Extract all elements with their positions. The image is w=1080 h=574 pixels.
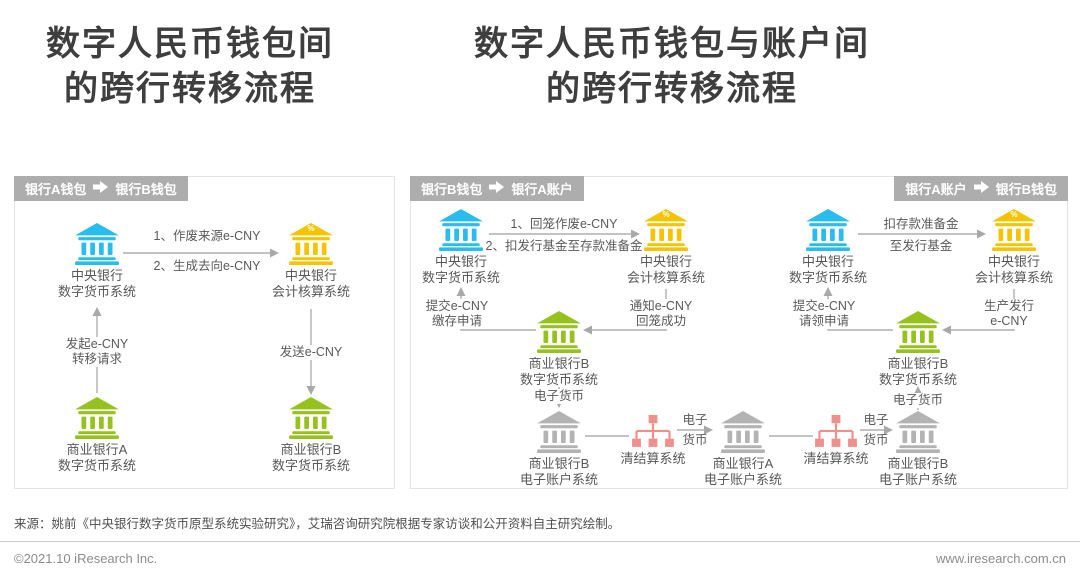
left-title-line1: 数字人民币钱包间 — [46, 25, 334, 63]
header-to-label: 银行B钱包 — [995, 182, 1057, 197]
bank-icon — [438, 209, 484, 251]
edge-label-emoney2-top: 电子 — [863, 413, 889, 427]
footer-divider — [0, 541, 1080, 542]
edge-label-emoney1-top: 电子 — [682, 413, 708, 427]
node-label: 商业银行B 数字货币系统 — [878, 356, 957, 387]
edge-label-generate-ecny: 2、生成去向e-CNY — [153, 259, 261, 273]
node-label: 中央银行 数字货币系统 — [57, 268, 136, 299]
edge-label-emoney2-bottom: 货币 — [863, 433, 889, 447]
left-title: 数字人民币钱包间 的跨行转移流程 — [0, 22, 380, 112]
left-title-line2: 的跨行转移流程 — [64, 70, 316, 108]
bank-icon — [720, 411, 766, 453]
edge-label-cancel-ecny: 1、作废来源e-CNY — [153, 229, 261, 243]
bank-icon — [895, 411, 941, 453]
bank-icon — [536, 411, 582, 453]
node-label: 中央银行 数字货币系统 — [421, 254, 500, 285]
arrow-right-icon — [973, 181, 989, 196]
node-commercial-bank-b-dcs-2: 商业银行B 数字货币系统 — [858, 311, 978, 388]
percent-badge: % — [1010, 210, 1018, 219]
right-panel-header-left: 银行B钱包 银行A账户 — [410, 176, 584, 201]
header-from-label: 银行A钱包 — [25, 182, 87, 197]
percent-badge: % — [662, 210, 670, 219]
node-label: 商业银行B 数字货币系统 — [519, 356, 598, 387]
edge-label-submit-deposit: 提交e-CNY 缴存申请 — [423, 299, 491, 329]
node-label: 中央银行 会计核算系统 — [271, 268, 350, 299]
node-label: 商业银行B 电子账户系统 — [519, 456, 598, 487]
bank-icon — [74, 223, 120, 265]
copyright-text: ©2021.10 iResearch Inc. — [14, 551, 158, 566]
node-label: 中央银行 数字货币系统 — [788, 254, 867, 285]
node-commercial-bank-a-dcs: 商业银行A 数字货币系统 — [37, 397, 157, 474]
edge-label-emoney-up: 电子货币 — [890, 393, 946, 408]
edge-label-to-issuance-fund: 至发行基金 — [889, 239, 953, 253]
node-label: 中央银行 会计核算系统 — [974, 254, 1053, 285]
bank-icon — [74, 397, 120, 439]
right-title-line1: 数字人民币钱包与账户间 — [474, 25, 870, 63]
node-commercial-bank-b-dcs: 商业银行B 数字货币系统 — [251, 397, 371, 474]
node-commercial-bank-b-dcs-1: 商业银行B 数字货币系统 — [499, 311, 619, 388]
source-note: 来源：姚前《中央银行数字货币原型系统实验研究》，艾瑞咨询研究院根据专家访谈和公开… — [14, 517, 621, 531]
edge-label-emoney1-bottom: 货币 — [682, 433, 708, 447]
node-bank-b-account-1: 商业银行B 电子账户系统 — [499, 411, 619, 488]
bank-icon — [805, 209, 851, 251]
node-label: 清结算系统 — [803, 451, 869, 466]
node-label: 商业银行A 电子账户系统 — [703, 456, 782, 487]
right-title: 数字人民币钱包与账户间 的跨行转移流程 — [432, 22, 912, 112]
bank-icon — [288, 397, 334, 439]
bank-percent-icon: % — [288, 223, 334, 265]
node-bank-a-account: 商业银行A 电子账户系统 — [683, 411, 803, 488]
header-to-label: 银行A账户 — [511, 182, 573, 197]
node-bank-b-account-2: 商业银行B 电子账户系统 — [858, 411, 978, 488]
edge-label-submit-claim: 提交e-CNY 请领申请 — [790, 299, 858, 329]
node-label: 商业银行B 数字货币系统 — [271, 442, 350, 473]
right-title-line2: 的跨行转移流程 — [546, 70, 798, 108]
right-panel-header-right: 银行A账户 银行B钱包 — [894, 176, 1068, 201]
edge-label-notify-recall: 通知e-CNY 回笼成功 — [627, 299, 695, 329]
website-url: www.iresearch.com.cn — [935, 551, 1066, 566]
wallet-to-wallet-panel: 银行A钱包 银行B钱包 1、作废来源e-CNY 2、生成去向e-CNY 发起e-… — [14, 176, 395, 489]
node-label: 清结算系统 — [620, 451, 686, 466]
bank-icon — [895, 311, 941, 353]
node-clearing-system-1: 清结算系统 — [593, 415, 713, 467]
node-central-bank-dcs-2: 中央银行 数字货币系统 — [768, 209, 888, 286]
bank-icon — [536, 311, 582, 353]
node-clearing-system-2: 清结算系统 — [776, 415, 896, 467]
node-label: 中央银行 会计核算系统 — [626, 254, 705, 285]
edge-label-initiate-transfer: 发起e-CNY 转移请求 — [63, 337, 131, 367]
edge-label-emoney-down: 电子货币 — [531, 389, 587, 404]
node-label: 商业银行B 电子账户系统 — [878, 456, 957, 487]
percent-badge: % — [307, 224, 315, 233]
node-central-bank-accounting-1: % 中央银行 会计核算系统 — [606, 209, 726, 286]
edge-label-send-ecny: 发送e-CNY — [277, 345, 345, 360]
edge-label-deduct-reserve: 扣存款准备金 — [883, 217, 959, 231]
arrow-right-icon — [489, 181, 505, 196]
left-panel-header: 银行A钱包 银行B钱包 — [14, 176, 188, 201]
node-label: 商业银行A 数字货币系统 — [57, 442, 136, 473]
node-central-bank-accounting-2: % 中央银行 会计核算系统 — [954, 209, 1074, 286]
arrow-right-icon — [93, 181, 109, 196]
edge-label-recall-ecny: 1、回笼作废e-CNY — [510, 217, 618, 231]
bank-percent-icon: % — [991, 209, 1037, 251]
header-from-label: 银行B钱包 — [421, 182, 483, 197]
edge-label-deduct-issuance-fund: 2、扣发行基金至存款准备金 — [485, 239, 643, 253]
node-central-bank-accounting: % 中央银行 会计核算系统 — [251, 223, 371, 300]
header-from-label: 银行A账户 — [905, 182, 967, 197]
header-to-label: 银行B钱包 — [115, 182, 177, 197]
bank-percent-icon: % — [643, 209, 689, 251]
node-central-bank-dcs-1: 中央银行 数字货币系统 — [401, 209, 521, 286]
node-central-bank-dcs: 中央银行 数字货币系统 — [37, 223, 157, 300]
edge-label-produce-issue-ecny: 生产发行 e-CNY — [981, 299, 1037, 329]
wallet-account-panel: 银行B钱包 银行A账户 银行A账户 银行B钱包 1、回笼作废e-CNY 2、扣发… — [410, 176, 1068, 489]
